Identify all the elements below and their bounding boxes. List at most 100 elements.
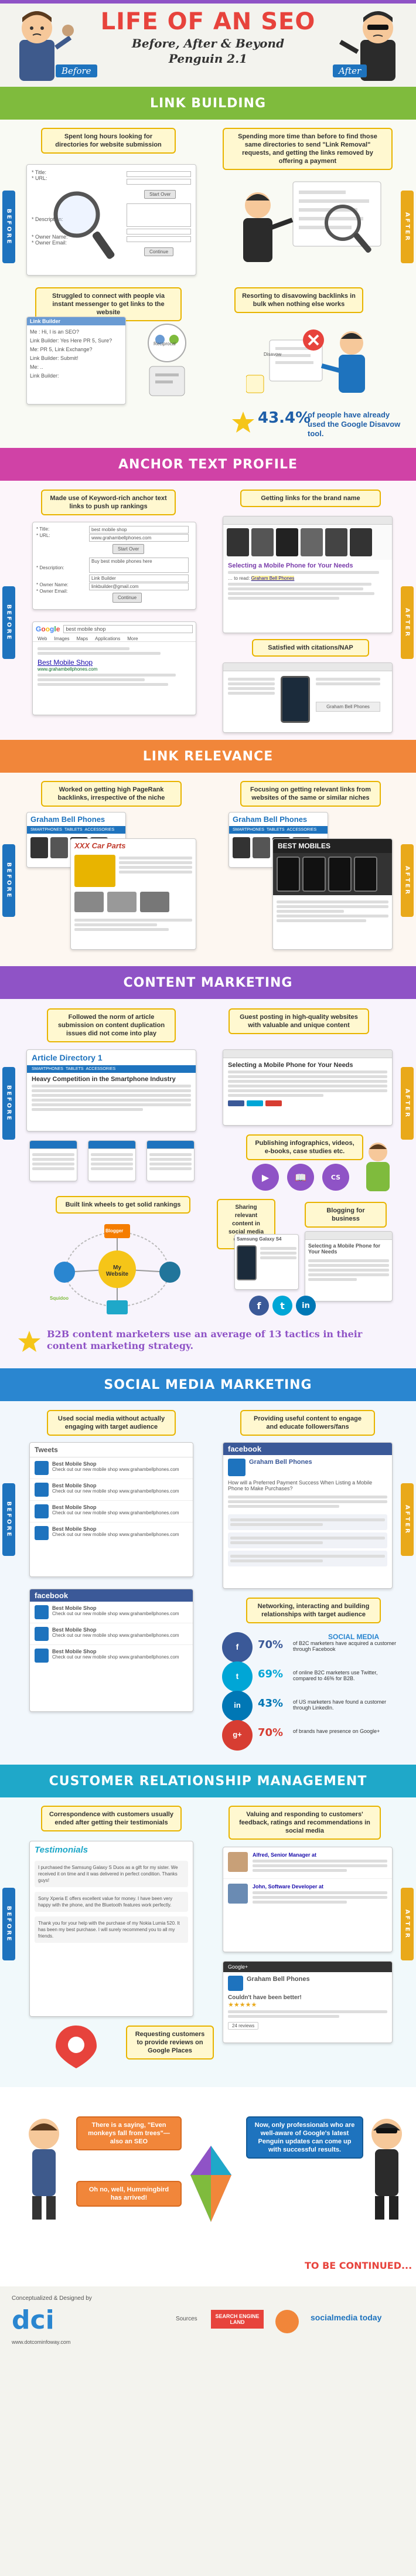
owner-email-input[interactable]: linkbuilder@gmail.com — [89, 583, 189, 590]
fb-comment — [228, 1532, 387, 1548]
chat-title: Link Builder — [27, 317, 125, 325]
phone-image — [237, 1245, 257, 1280]
source-logo-2[interactable]: socialmedia today — [311, 2313, 382, 2322]
link-building-after-bubble-1: Spending more time than before to find t… — [223, 128, 393, 170]
twitter-share-icon[interactable] — [247, 1100, 263, 1106]
description-textarea[interactable] — [127, 203, 191, 227]
url-input[interactable]: www.grahambellphones.com — [89, 534, 189, 542]
tweet-author: Best Mobile Shop — [52, 1461, 97, 1467]
brand-anchor-link[interactable]: Graham Bell Phones — [251, 576, 295, 581]
owner-name-input[interactable]: Link Builder — [89, 575, 189, 582]
brand-article-title: Selecting a Mobile Phone for Your Needs — [228, 562, 353, 569]
nav-item[interactable]: TABLETS — [65, 1067, 84, 1071]
nav-item[interactable]: ACCESSORIES — [287, 828, 317, 832]
form-label-url: * URL: — [32, 175, 47, 181]
tab-before: BEFORE — [2, 1067, 15, 1140]
tab-after: AFTER — [401, 844, 414, 917]
chat-line: Link Builder: — [30, 373, 59, 379]
phone-name: Samsung Galaxy S4 — [237, 1236, 282, 1242]
anchor-form-labels: * Title: * URL: * Description: * Owner N… — [36, 526, 89, 603]
social-media-label: SOCIAL MEDIA — [328, 1633, 380, 1641]
search-tab[interactable]: More — [127, 636, 138, 641]
nav-item[interactable]: ACCESSORIES — [86, 1067, 116, 1071]
form-label-description: * Description: — [36, 565, 64, 570]
search-tab[interactable]: Applications — [95, 636, 121, 641]
nav-item[interactable]: SMARTPHONES — [233, 828, 264, 832]
source-logo-1[interactable]: SEARCH ENGINE LAND — [211, 2310, 264, 2329]
title-input[interactable] — [127, 171, 191, 177]
tweet-text: Check out our new mobile shop www.graham… — [52, 1510, 179, 1515]
section-link-building-title: LINK BUILDING — [0, 87, 416, 120]
google-search-input[interactable]: best mobile shop — [63, 625, 193, 633]
duplicate-article-1 — [29, 1140, 77, 1181]
guest-post-title: Selecting a Mobile Phone for Your Needs — [228, 1062, 353, 1069]
form-labels: * Title: * URL: * Description: * Owner N… — [32, 169, 96, 246]
nav-item[interactable]: TABLETS — [266, 828, 285, 832]
disavow-scene-icon — [246, 329, 365, 393]
testimonial: I purchased the Samsung Galaxy S Duos as… — [35, 1861, 188, 1887]
nav-item[interactable]: ACCESSORIES — [84, 828, 115, 832]
search-tab[interactable]: Maps — [76, 636, 88, 641]
avatar — [35, 1627, 49, 1641]
reviews-count-button[interactable]: 24 reviews — [228, 2022, 259, 2030]
linkedin-icon: in — [296, 1296, 316, 1316]
page-subtitle-line2: Penguin 2.1 — [168, 52, 248, 66]
facebook-share-icon[interactable] — [228, 1100, 244, 1106]
car-site-footer — [71, 915, 196, 935]
owner-email-input[interactable] — [127, 236, 191, 242]
blog-post-body — [305, 1259, 392, 1281]
start-over-button[interactable]: Start Over — [112, 544, 145, 554]
social-stat-text: of brands have presence on Google+ — [293, 1728, 380, 1734]
fb-comment — [228, 1551, 387, 1566]
search-tab[interactable]: Web — [37, 636, 47, 641]
facebook-icon: f — [236, 1642, 239, 1651]
chat-lines: Me : Hi, I is an SEO? Link Builder: Yes … — [27, 325, 125, 383]
search-tab[interactable]: Images — [54, 636, 70, 641]
nav-item[interactable]: TABLETS — [64, 828, 83, 832]
url-input[interactable] — [127, 179, 191, 185]
social-stat-value: 69% — [258, 1668, 284, 1680]
avatar — [228, 1459, 245, 1476]
dci-url[interactable]: www.dotcominfoway.com — [12, 2339, 71, 2345]
description-textarea[interactable]: Buy best mobile phones here — [89, 558, 189, 573]
avatar — [35, 1504, 49, 1518]
tab-after: AFTER — [401, 586, 414, 659]
car-site-parts — [71, 889, 196, 915]
directory-article-heading: Heavy Competition in the Smartphone Indu… — [32, 1076, 176, 1083]
directory-article: Heavy Competition in the Smartphone Indu… — [27, 1073, 196, 1116]
nav-item[interactable]: SMARTPHONES — [32, 1067, 63, 1071]
google-places-pin-icon — [56, 2026, 97, 2068]
start-over-button[interactable]: Start Over — [144, 190, 176, 199]
anchor-form-fields: best mobile shop www.grahambellphones.co… — [89, 526, 189, 603]
tweet-author: Best Mobile Shop — [52, 1526, 97, 1532]
nav-item[interactable]: SMARTPHONES — [30, 828, 62, 832]
gplus-header: Graham Bell Phones — [223, 1972, 392, 1994]
reviewer-name: John, Software Developer at — [253, 1884, 324, 1889]
form-fields: Start Over Continue — [127, 169, 191, 256]
post-author: Best Mobile Shop — [52, 1605, 97, 1611]
owner-name-input[interactable] — [127, 229, 191, 235]
form-label-title: * Title: — [36, 526, 50, 532]
twitter-icon: t — [272, 1296, 292, 1316]
form-label-owner-name: * Owner Name: — [36, 582, 69, 587]
chat-line: Link Builder: Submit! — [30, 355, 79, 361]
before-label: Before — [56, 64, 97, 77]
gplus-share-icon[interactable] — [265, 1100, 282, 1106]
title-input[interactable]: best mobile shop — [89, 526, 189, 533]
continue-button[interactable]: Continue — [144, 247, 174, 256]
google-search-bar: Google best mobile shop — [33, 622, 196, 636]
mobile-site-text — [273, 895, 392, 927]
rating-stars: ★★★★★ — [228, 2001, 257, 2009]
magnifier-icon — [53, 191, 115, 259]
result-title-link[interactable]: Best Mobile Shop — [37, 658, 93, 667]
facebook-panel-after: facebook Graham Bell Phones How will a P… — [223, 1442, 393, 1589]
hummingbird-bubble: Oh no, well, Hummingbird has arrived! — [76, 2181, 182, 2207]
monkey-seo-icon — [29, 2119, 59, 2220]
continue-button[interactable]: Continue — [112, 593, 142, 603]
site-nav: SMARTPHONES TABLETS ACCESSORIES — [27, 826, 125, 834]
